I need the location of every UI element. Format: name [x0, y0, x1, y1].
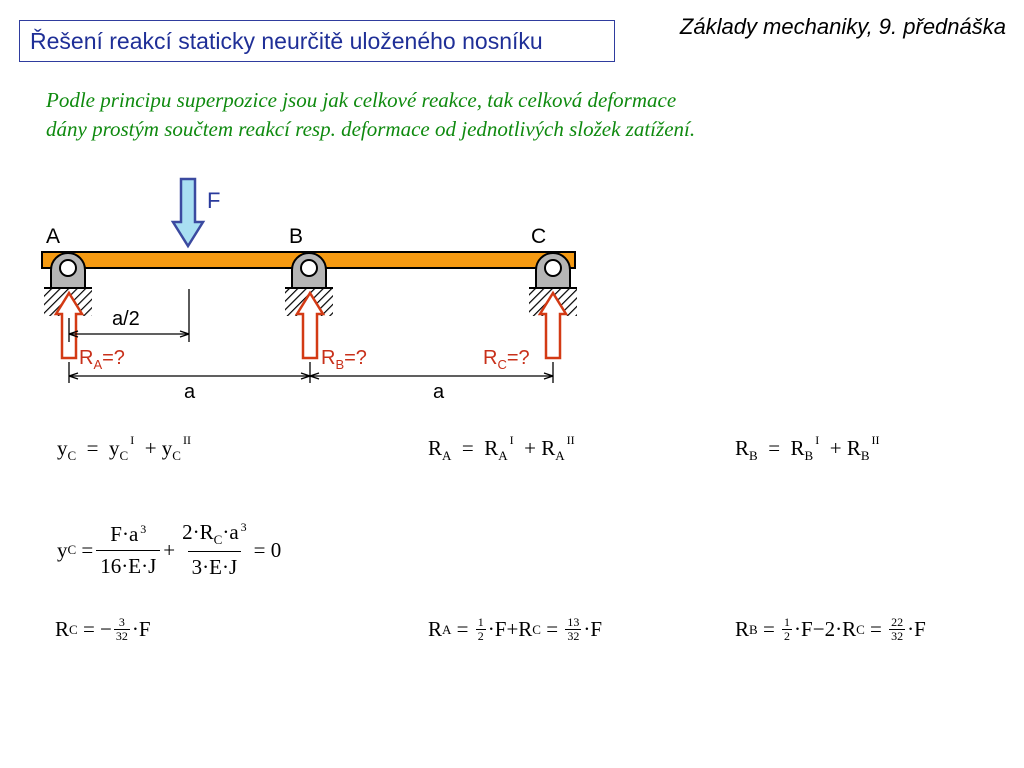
support-a — [50, 252, 86, 289]
equation-rb-superposition: RB = RBI + RBII — [735, 433, 880, 463]
support-c — [535, 252, 571, 289]
dim-half-label: a/2 — [112, 308, 140, 330]
reaction-arrow-b — [294, 290, 326, 360]
dim-a2-label: a — [433, 381, 445, 403]
support-c-label: C — [531, 225, 546, 248]
force-label: F — [207, 188, 220, 213]
support-b — [291, 252, 327, 289]
intro-line-2: dány prostým součtem reakcí resp. deform… — [46, 117, 696, 141]
equation-yc-superposition: yC = yCI + yCII — [57, 433, 191, 463]
support-b-label: B — [289, 225, 303, 248]
dim-a1-label: a — [184, 381, 196, 403]
slide-title: Řešení reakcí staticky neurčitě uloženéh… — [19, 20, 615, 62]
course-title: Základy mechaniky, 9. přednáška — [679, 14, 1006, 39]
dimension-half-a — [68, 289, 190, 342]
equation-ra-superposition: RA = RAI + RAII — [428, 433, 575, 463]
reaction-b-label: RB=? — [321, 347, 367, 372]
intro-line-1: Podle principu superpozice jsou jak celk… — [46, 88, 677, 112]
intro-text: Podle principu superpozice jsou jak celk… — [46, 86, 946, 144]
reaction-a-label: RA=? — [79, 347, 125, 372]
support-a-label: A — [46, 225, 60, 248]
reaction-arrow-c — [537, 290, 569, 360]
force-arrow — [170, 177, 206, 249]
dimension-a — [68, 362, 554, 383]
reaction-c-label: RC=? — [483, 347, 530, 372]
